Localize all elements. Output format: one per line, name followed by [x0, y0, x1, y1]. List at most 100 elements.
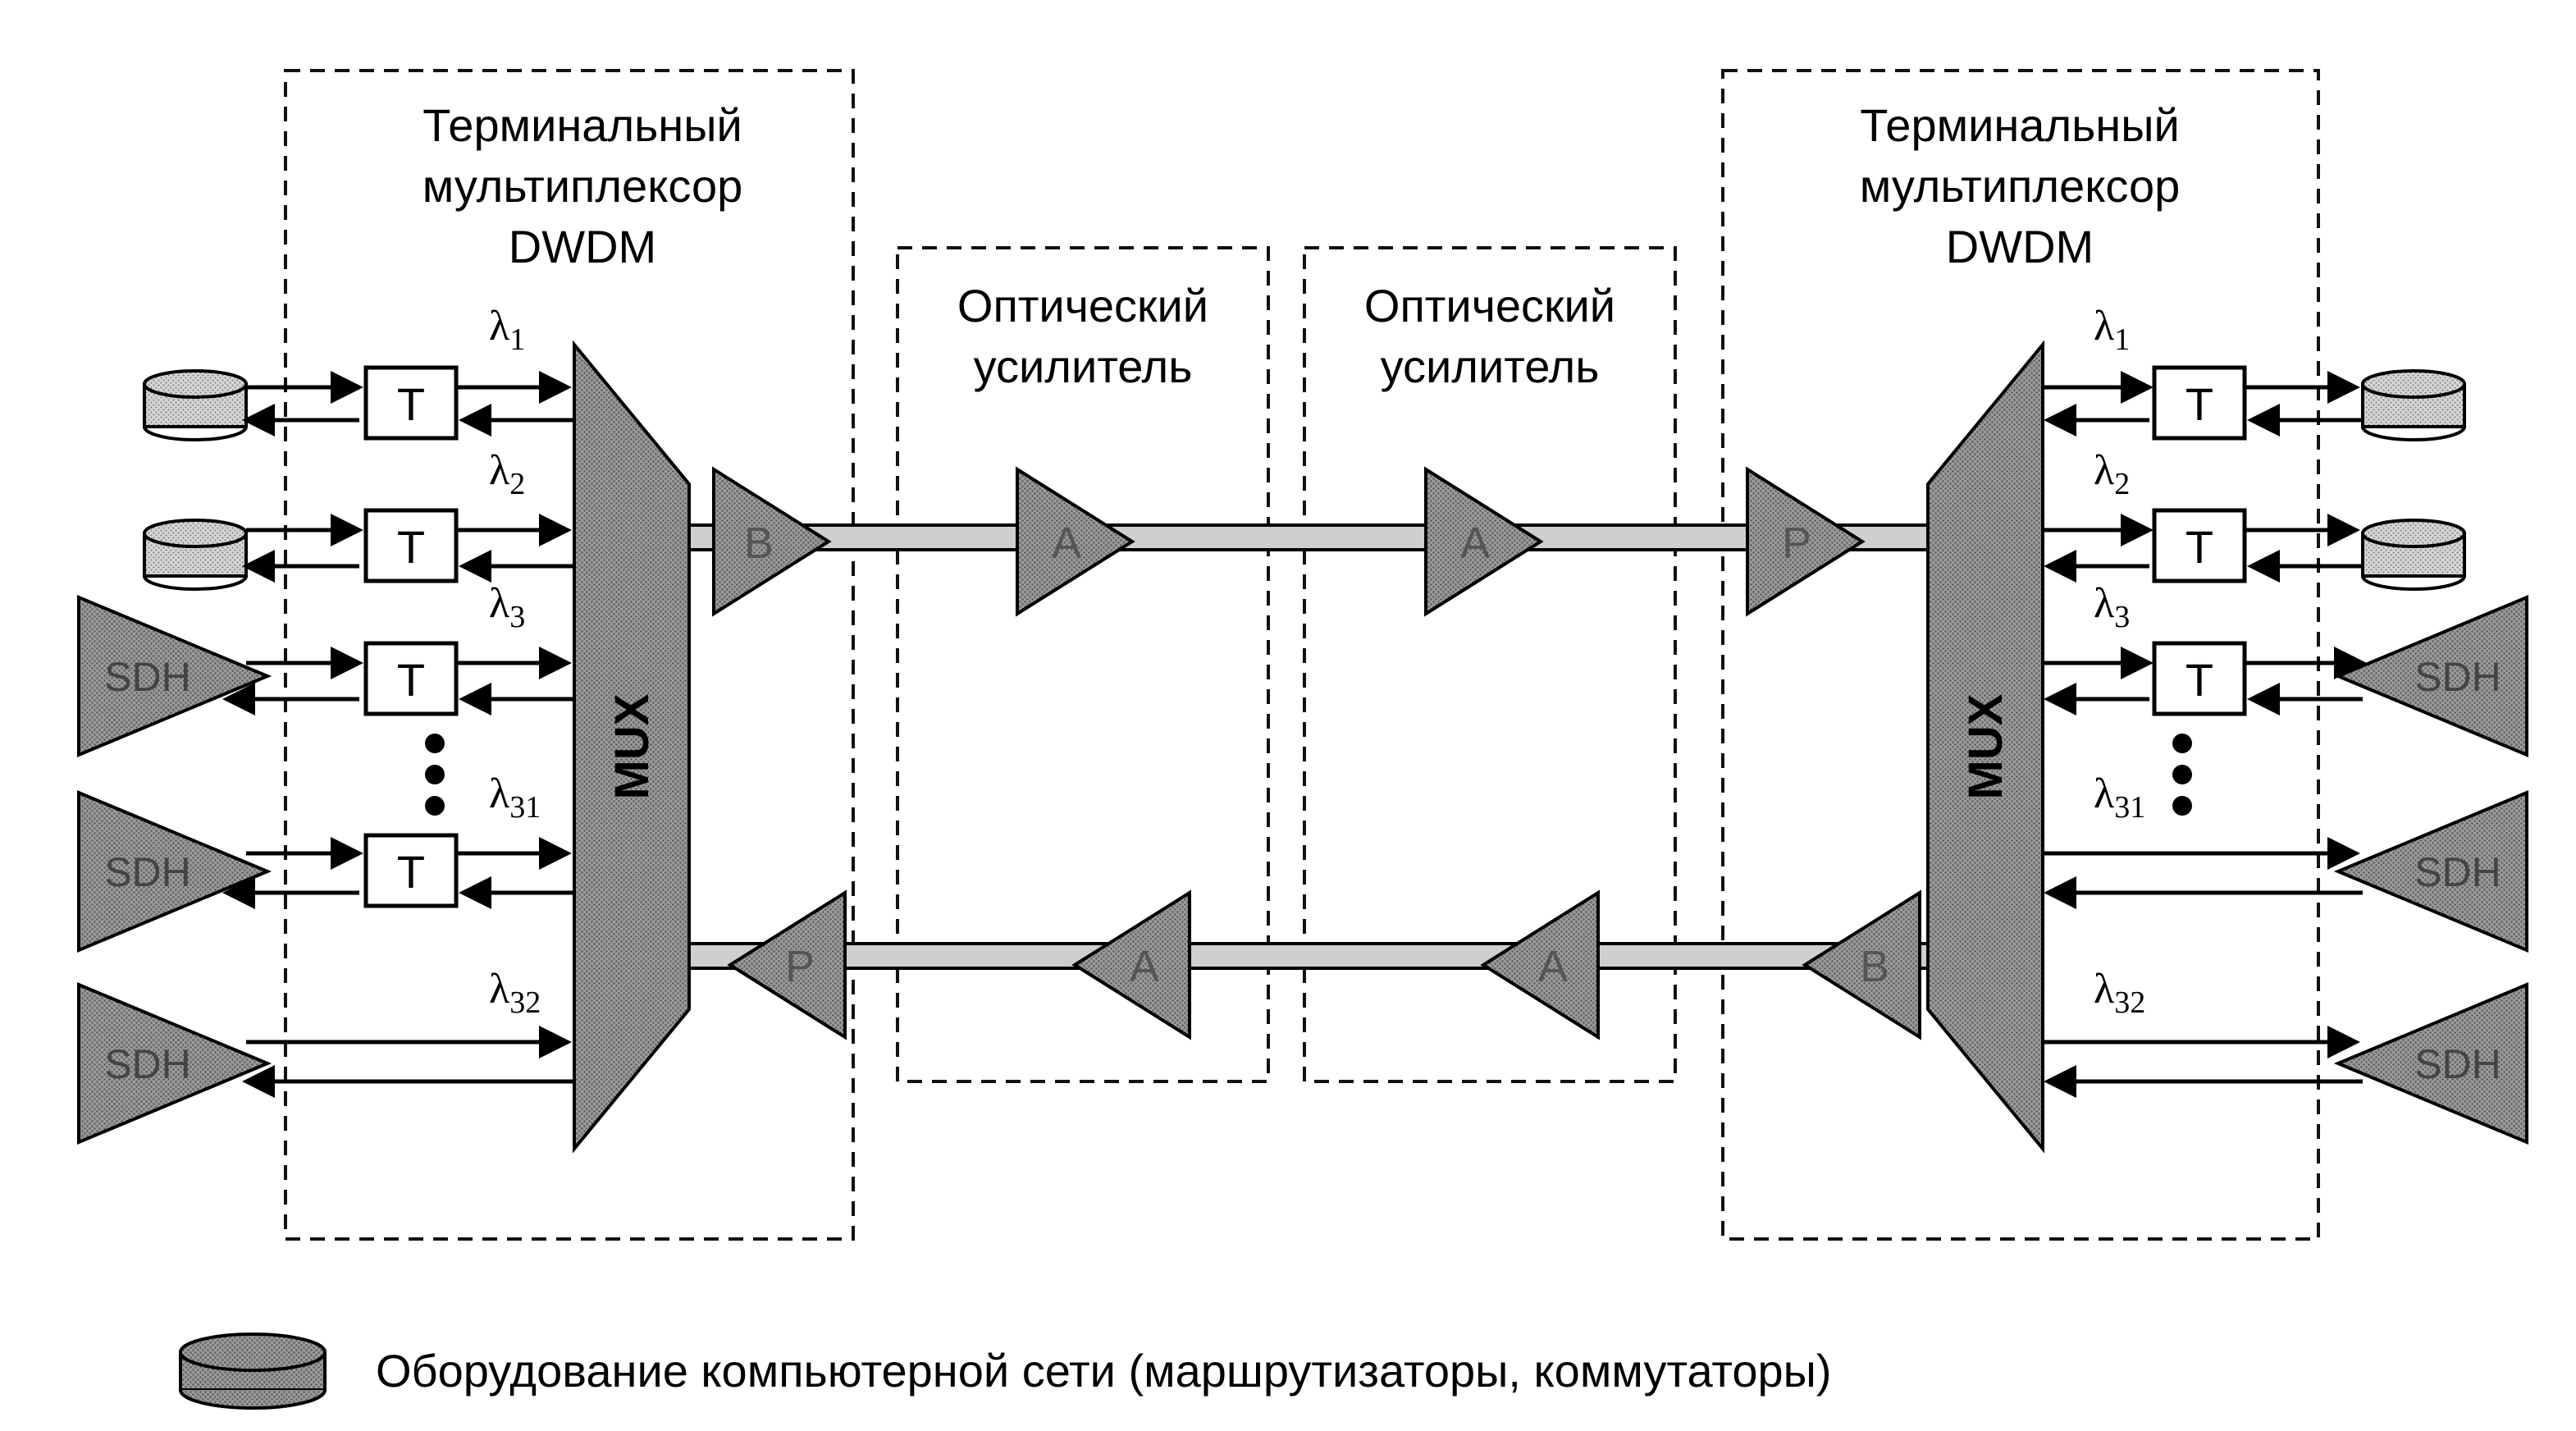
- transponder-box: [363, 365, 459, 441]
- lambda-label: λ31: [489, 770, 541, 825]
- left-terminal-title-line2: мультиплексор: [422, 160, 743, 212]
- line-amp-forward-1-shape: [1016, 466, 1135, 617]
- left-mux: MUX: [573, 340, 691, 1154]
- preamp-left: P: [727, 889, 847, 1040]
- ellipsis-dots: [425, 734, 445, 816]
- left-terminal-title-line3: DWDM: [509, 221, 656, 272]
- svg-text:SDH: SDH: [104, 654, 191, 700]
- lambda-label: λ2: [2094, 447, 2130, 501]
- right-mux: MUX: [1926, 340, 2044, 1154]
- sdh-equipment: SDH: [77, 594, 272, 758]
- transponder-box: [363, 641, 459, 716]
- right-terminal-title: Терминальный мультиплексор DWDM: [1860, 99, 2181, 272]
- left-terminal-title: Терминальный мультиплексор DWDM: [422, 99, 743, 272]
- return-fiber: [687, 942, 1938, 970]
- router-disk-icon: [2361, 369, 2466, 441]
- sdh-equipment: SDH: [2333, 594, 2528, 758]
- left-mux-shape: [573, 340, 691, 1154]
- lambda-label: λ3: [2094, 580, 2130, 634]
- lambda-label: λ1: [2094, 303, 2130, 357]
- right-channel-31: λ31 SDH: [2043, 770, 2528, 953]
- svg-text:SDH: SDH: [104, 849, 191, 895]
- right-terminal-frame: [1721, 69, 2320, 1241]
- transponder-box: [2152, 365, 2247, 441]
- right-channel-32: λ32 SDH: [2043, 966, 2528, 1145]
- preamp-left-label: P: [785, 942, 815, 991]
- preamp-right-label: P: [1782, 519, 1811, 568]
- lambda-label: λ32: [489, 966, 541, 1020]
- line-amp-forward-2: A: [1424, 466, 1544, 617]
- legend-text: Оборудование компьютерной сети (маршрути…: [376, 1345, 1832, 1397]
- line-amp-forward-2-shape: [1424, 466, 1544, 617]
- preamp-left-shape: [727, 889, 847, 1040]
- forward-fiber: [687, 523, 1938, 551]
- svg-text:SDH: SDH: [2414, 1041, 2501, 1087]
- line-amp-forward-1-label: A: [1052, 519, 1081, 568]
- svg-text:SDH: SDH: [104, 1041, 191, 1087]
- transponder-box: [2152, 641, 2247, 716]
- amplifier-1-title-line2: усилитель: [974, 341, 1193, 392]
- lambda-label: λ31: [2094, 770, 2145, 825]
- transponder-label: T: [397, 521, 425, 573]
- lambda-label: λ1: [489, 303, 525, 357]
- left-channel-1: T λ1: [143, 303, 574, 441]
- line-amp-return-2-shape: [1480, 889, 1600, 1040]
- line-amp-forward-1: A: [1016, 466, 1135, 617]
- booster-amp-right-label: B: [1860, 942, 1889, 991]
- line-amp-return-2-label: A: [1538, 942, 1568, 991]
- amplifier-2-frame: [1303, 246, 1677, 1083]
- amplifier-1-title-line1: Оптический: [957, 280, 1208, 331]
- amplifier-1-title: Оптический усилитель: [957, 280, 1208, 392]
- transponder-label: T: [2185, 378, 2213, 430]
- left-channel-2: T λ2: [143, 447, 574, 591]
- line-amp-return-2: A: [1480, 889, 1600, 1040]
- left-terminal-frame: [284, 69, 855, 1241]
- svg-text:SDH: SDH: [2414, 849, 2501, 895]
- transponder-label: T: [397, 846, 425, 898]
- transponder-label: T: [2185, 521, 2213, 573]
- right-terminal-title-line2: мультиплексор: [1860, 160, 2181, 212]
- line-amp-return-1-shape: [1071, 889, 1191, 1040]
- right-terminal-title-line1: Терминальный: [1860, 99, 2180, 151]
- right-mux-shape: [1926, 340, 2044, 1154]
- right-channel-2: T λ2: [2043, 447, 2466, 591]
- router-disk-icon: [2361, 519, 2466, 591]
- transponder-box: [363, 508, 459, 583]
- lambda-label: λ2: [489, 447, 525, 501]
- amplifier-2-title-line1: Оптический: [1364, 280, 1615, 331]
- right-mux-label: MUX: [1959, 693, 2012, 799]
- right-channel-1: T λ1: [2043, 303, 2466, 441]
- transponder-box: [363, 833, 459, 908]
- amplifier-2-title: Оптический усилитель: [1364, 280, 1615, 392]
- amplifier-2-title-line2: усилитель: [1381, 341, 1600, 392]
- svg-text:SDH: SDH: [2414, 654, 2501, 700]
- line-amp-forward-2-label: A: [1460, 519, 1490, 568]
- lambda-label: λ3: [489, 580, 525, 634]
- preamp-right-shape: [1746, 466, 1866, 617]
- legend: Оборудование компьютерной сети (маршрути…: [179, 1333, 1832, 1410]
- booster-amp-right-shape: [1802, 889, 1921, 1040]
- left-mux-label: MUX: [605, 693, 659, 799]
- transponder-box: [2152, 508, 2247, 583]
- booster-amp-left-label: B: [744, 519, 774, 568]
- router-disk-icon: [143, 519, 248, 591]
- lambda-label: λ32: [2094, 966, 2145, 1020]
- router-disk-icon: [179, 1333, 327, 1410]
- sdh-equipment: SDH: [77, 981, 272, 1145]
- sdh-equipment: SDH: [2333, 981, 2528, 1145]
- booster-amp-left: B: [712, 466, 832, 617]
- transponder-label: T: [2185, 654, 2213, 706]
- booster-amp-right: B: [1802, 889, 1921, 1040]
- preamp-right: P: [1746, 466, 1866, 617]
- left-channel-32: SDH λ32: [77, 966, 574, 1145]
- left-terminal-title-line1: Терминальный: [422, 99, 742, 151]
- line-amp-return-1-label: A: [1130, 942, 1159, 991]
- left-channel-31: SDH T λ31: [77, 770, 574, 953]
- amplifier-1-frame: [896, 246, 1270, 1083]
- transponder-label: T: [397, 378, 425, 430]
- booster-amp-left-shape: [712, 466, 832, 617]
- ellipsis-dots: [2172, 734, 2192, 816]
- line-amp-return-1: A: [1071, 889, 1191, 1040]
- sdh-equipment: SDH: [2333, 789, 2528, 953]
- left-channel-3: SDH T λ3: [77, 580, 574, 758]
